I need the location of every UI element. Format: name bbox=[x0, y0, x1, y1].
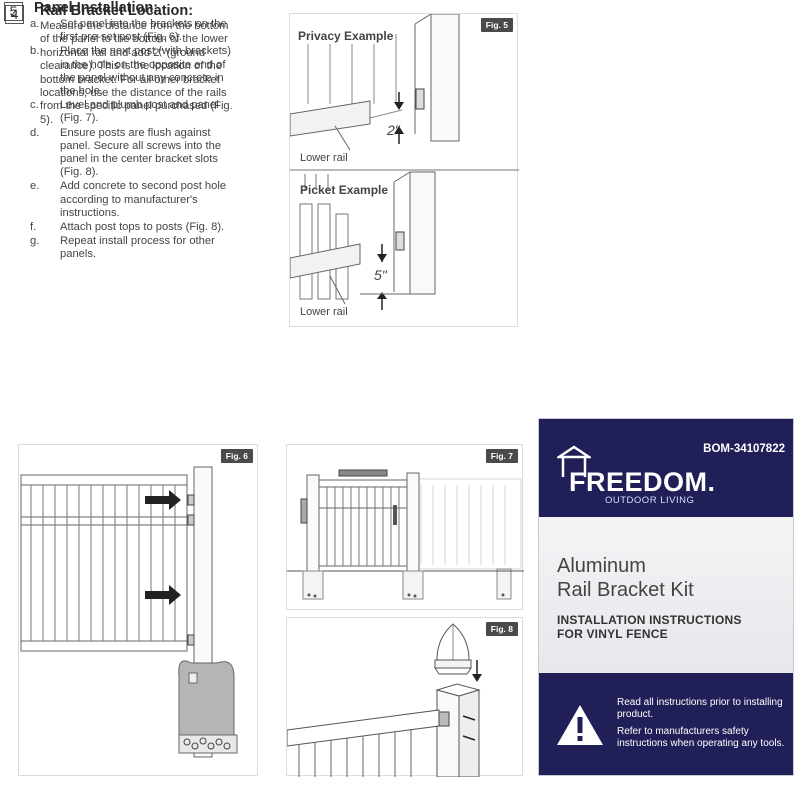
item-text: Level and plumb post and panel (Fig. 7). bbox=[60, 99, 219, 125]
privacy-title: Privacy Example bbox=[298, 29, 394, 43]
figure-tag: Fig. 7 bbox=[485, 449, 518, 463]
list-item: g. Repeat install process for other panel… bbox=[30, 235, 240, 261]
warning-text-2: Refer to manufacturers safety instructio… bbox=[617, 726, 785, 749]
gazebo-logo-icon bbox=[557, 445, 591, 477]
step-number: 5 bbox=[4, 2, 23, 21]
item-letter: d. bbox=[30, 126, 40, 139]
figure-tag: Fig. 6 bbox=[220, 449, 253, 463]
list-item: f. Attach post tops to posts (Fig. 8). bbox=[30, 221, 240, 234]
brand-subtitle: OUTDOOR LIVING bbox=[605, 495, 695, 506]
step-5-list: a. Set panel into the brackets on the fir… bbox=[30, 18, 240, 263]
list-item: e. Add concrete to second post hole accor… bbox=[30, 180, 240, 220]
list-item: a. Set panel into the brackets on the fir… bbox=[30, 18, 240, 44]
figure-8: Fig. 8 bbox=[286, 617, 523, 777]
privacy-rail-label: Lower rail bbox=[300, 152, 348, 164]
figure-5-illustration: 2" Lower rail Privacy Example 5" Lower r… bbox=[290, 14, 519, 318]
figure-7-illustration bbox=[287, 469, 524, 600]
warning-icon bbox=[557, 705, 603, 745]
list-item: b. Place the next post (with brackets) in… bbox=[30, 45, 240, 98]
item-text: Place the next post (with brackets) in t… bbox=[60, 45, 231, 98]
instructions-line-1: INSTALLATION INSTRUCTIONS bbox=[557, 613, 742, 627]
figure-5: 2" Lower rail Privacy Example 5" Lower r… bbox=[289, 13, 519, 327]
step-body: Measure the distance from the bottom of … bbox=[40, 20, 233, 126]
instructions-line-2: FOR VINYL FENCE bbox=[557, 627, 668, 641]
item-letter: c. bbox=[30, 99, 39, 112]
figure-6-illustration bbox=[20, 466, 238, 758]
picket-rail-label: Lower rail bbox=[300, 306, 348, 318]
item-text: Attach post tops to posts (Fig. 8). bbox=[60, 221, 225, 234]
picket-title: Picket Example bbox=[300, 183, 388, 197]
item-letter: a. bbox=[30, 18, 40, 30]
step-number: 4 bbox=[5, 5, 24, 24]
warning-text-1: Read all instructions prior to installin… bbox=[617, 697, 783, 720]
item-text: Add concrete to second post hole accordi… bbox=[60, 180, 227, 219]
cover-warning-area: Read all instructions prior to installin… bbox=[539, 673, 793, 775]
figure-8-illustration bbox=[287, 623, 482, 777]
picket-dimension: 5" bbox=[374, 267, 388, 283]
privacy-dimension: 2" bbox=[386, 122, 401, 138]
list-item: d. Ensure posts are flush against panel. … bbox=[30, 127, 240, 180]
step-title: Panel Installation: bbox=[34, 0, 159, 16]
item-letter: e. bbox=[30, 180, 40, 193]
item-text: Set panel into the brackets on the first… bbox=[60, 18, 227, 44]
figure-tag: Fig. 8 bbox=[485, 622, 518, 636]
item-text: Ensure posts are flush against panel. Se… bbox=[60, 126, 222, 179]
figure-tag: Fig. 5 bbox=[480, 18, 513, 32]
product-title-line-2: Rail Bracket Kit bbox=[557, 579, 694, 601]
product-cover: BOM-34107822 FREEDOM. OUTDOOR LIVING Alu… bbox=[538, 418, 794, 776]
bom-number: BOM-34107822 bbox=[703, 443, 785, 455]
figure-6: Fig. 6 bbox=[18, 444, 258, 776]
brand-logo: FREEDOM. bbox=[569, 467, 716, 497]
cover-title-area: Aluminum Rail Bracket Kit INSTALLATION I… bbox=[539, 517, 793, 673]
step-title: Rail Bracket Location: bbox=[40, 3, 194, 19]
item-letter: g. bbox=[30, 235, 40, 248]
cover-header: BOM-34107822 FREEDOM. OUTDOOR LIVING bbox=[539, 419, 793, 517]
product-title-line-1: Aluminum bbox=[557, 555, 646, 577]
list-item: c. Level and plumb post and panel (Fig. 7… bbox=[30, 99, 240, 125]
item-text: Repeat install process for other panels. bbox=[60, 235, 215, 261]
item-letter: b. bbox=[30, 45, 40, 58]
item-letter: f. bbox=[30, 221, 37, 234]
figure-7: Fig. 7 bbox=[286, 444, 524, 610]
